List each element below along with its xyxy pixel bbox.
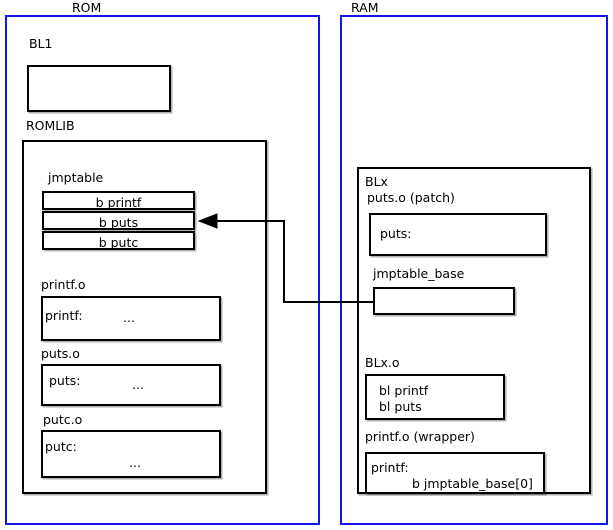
bl1-label: BL1: [29, 36, 53, 51]
bl1-box: [27, 65, 171, 112]
jmptable-entry-0[interactable]: b printf: [42, 191, 195, 210]
romlib-object-0-symbol: printf:: [45, 308, 83, 323]
puts-patch-box: puts:: [369, 213, 547, 256]
romlib-object-2-ellipsis: ...: [129, 455, 141, 470]
jmptable-entry-0-text: b printf: [95, 195, 142, 210]
romlib-object-2-box: putc: ...: [41, 430, 221, 478]
romlib-object-0-ellipsis: ...: [123, 310, 135, 325]
blx-o-line-1: bl puts: [379, 399, 422, 414]
romlib-object-0-box: printf: ...: [41, 296, 221, 341]
romlib-label: ROMLIB: [26, 118, 75, 133]
printf-wrapper-label: printf.o (wrapper): [365, 429, 475, 444]
jmptable-base-label: jmptable_base: [373, 266, 465, 281]
blx-o-line-0: bl printf: [379, 383, 429, 398]
romlib-object-2-symbol: putc:: [45, 439, 77, 454]
jmptable-base-box: [373, 287, 515, 315]
romlib-object-0-label: printf.o: [41, 277, 86, 292]
romlib-object-1-label: puts.o: [41, 346, 80, 361]
blx-o-box: bl printf bl puts: [365, 374, 505, 420]
jmptable-entry-1-text: b puts: [98, 215, 139, 230]
printf-wrapper-box: printf: b jmptable_base[0]: [365, 452, 545, 494]
printf-wrapper-instruction: b jmptable_base[0]: [412, 476, 533, 491]
printf-wrapper-symbol: printf:: [371, 460, 409, 475]
romlib-object-1-ellipsis: ...: [132, 377, 144, 392]
rom-region-label: ROM: [72, 0, 102, 15]
ram-region-label: RAM: [351, 0, 379, 15]
romlib-object-1-box: puts: ...: [41, 364, 221, 406]
blx-o-label: BLx.o: [365, 355, 400, 370]
jmptable-entry-2-text: b putc: [98, 235, 139, 250]
puts-patch-label: puts.o (patch): [367, 190, 455, 205]
jmptable-label: jmptable: [48, 170, 104, 185]
jmptable-entry-1[interactable]: b puts: [42, 211, 195, 230]
jmptable-entry-2[interactable]: b putc: [42, 231, 195, 250]
romlib-object-1-symbol: puts:: [49, 373, 81, 388]
blx-label: BLx: [365, 174, 388, 189]
puts-patch-symbol: puts:: [380, 226, 412, 241]
romlib-object-2-label: putc.o: [43, 412, 83, 427]
